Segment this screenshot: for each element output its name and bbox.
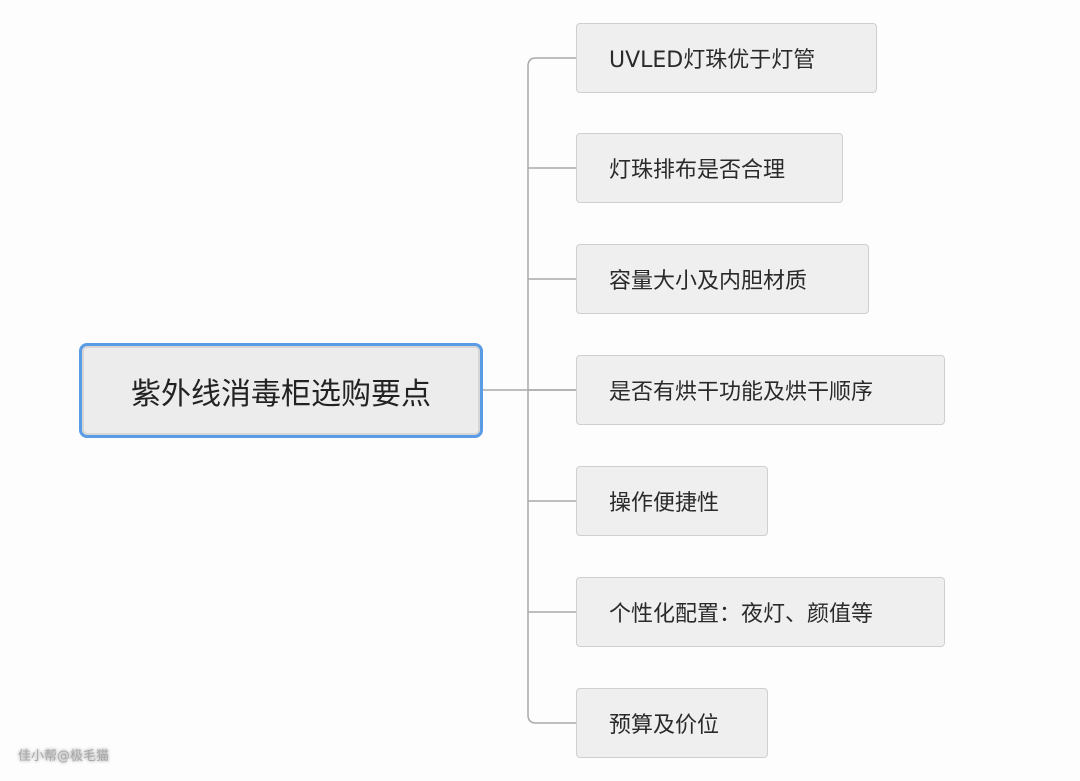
child-label: 预算及价位 (609, 713, 720, 738)
child-node[interactable]: 是否有烘干功能及烘干顺序 (576, 355, 945, 425)
branch-line (527, 390, 576, 724)
child-label: 灯珠排布是否合理 (609, 158, 786, 183)
branch-line (527, 57, 576, 390)
child-label: 容量大小及内胆材质 (609, 269, 808, 294)
child-label: 操作便捷性 (609, 491, 720, 516)
child-label: UVLED灯珠优于灯管 (609, 48, 816, 73)
child-node[interactable]: 容量大小及内胆材质 (576, 244, 869, 314)
child-node[interactable]: 个性化配置：夜灯、颜值等 (576, 577, 945, 647)
child-label: 是否有烘干功能及烘干顺序 (609, 380, 874, 405)
child-node[interactable]: 灯珠排布是否合理 (576, 133, 843, 203)
child-node[interactable]: 操作便捷性 (576, 466, 768, 536)
watermark: 佳小帮@极毛猫 (18, 749, 110, 764)
child-node[interactable]: UVLED灯珠优于灯管 (576, 23, 877, 93)
root-node[interactable]: 紫外线消毒柜选购要点 (79, 343, 483, 438)
root-label: 紫外线消毒柜选购要点 (131, 376, 431, 412)
child-node[interactable]: 预算及价位 (576, 688, 768, 758)
child-label: 个性化配置：夜灯、颜值等 (609, 602, 874, 627)
